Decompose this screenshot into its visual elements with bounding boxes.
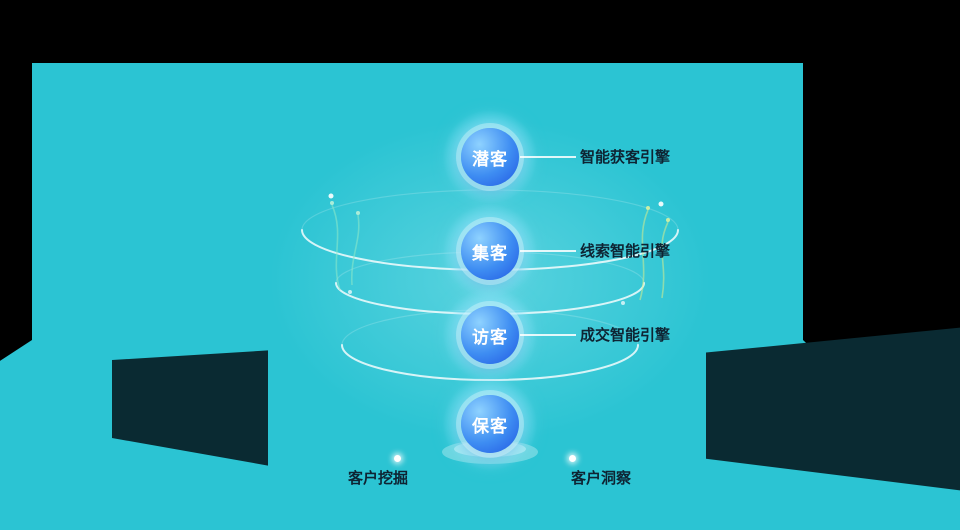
feature-dot-2 bbox=[569, 455, 576, 462]
feature-label-insight: 客户洞察 bbox=[571, 469, 632, 487]
connector-line-1 bbox=[520, 156, 576, 158]
engine-label-2: 线索智能引擎 bbox=[580, 242, 671, 260]
engine-label-1: 智能获客引擎 bbox=[580, 148, 671, 166]
stage-background bbox=[32, 63, 803, 530]
dark-panel-right bbox=[706, 327, 960, 491]
feature-label-mining: 客户挖掘 bbox=[348, 469, 409, 487]
funnel-stage-2-label: 集客 bbox=[472, 243, 508, 264]
connector-line-2 bbox=[520, 250, 576, 252]
white-dot bbox=[621, 301, 625, 305]
sparkle-plant-right bbox=[621, 201, 670, 305]
funnel-stage-3-label: 访客 bbox=[472, 327, 508, 348]
white-dot bbox=[348, 290, 352, 294]
funnel-stage-1-label: 潜客 bbox=[472, 149, 508, 170]
white-dot bbox=[328, 193, 334, 199]
connector-line-3 bbox=[520, 334, 576, 336]
funnel-stage-2-sphere: 集客 bbox=[461, 222, 519, 280]
stage-wing-left bbox=[0, 340, 32, 530]
funnel-stage-3-sphere: 访客 bbox=[461, 306, 519, 364]
funnel-stage-4-sphere: 保客 bbox=[461, 395, 519, 453]
engine-label-3: 成交智能引擎 bbox=[580, 326, 671, 344]
white-dot bbox=[658, 201, 664, 207]
feature-dot-1 bbox=[394, 455, 401, 462]
sparkle-plant-left bbox=[328, 193, 360, 294]
funnel-stage-1-sphere: 潜客 bbox=[461, 128, 519, 186]
funnel-stage-4-label: 保客 bbox=[472, 416, 508, 437]
